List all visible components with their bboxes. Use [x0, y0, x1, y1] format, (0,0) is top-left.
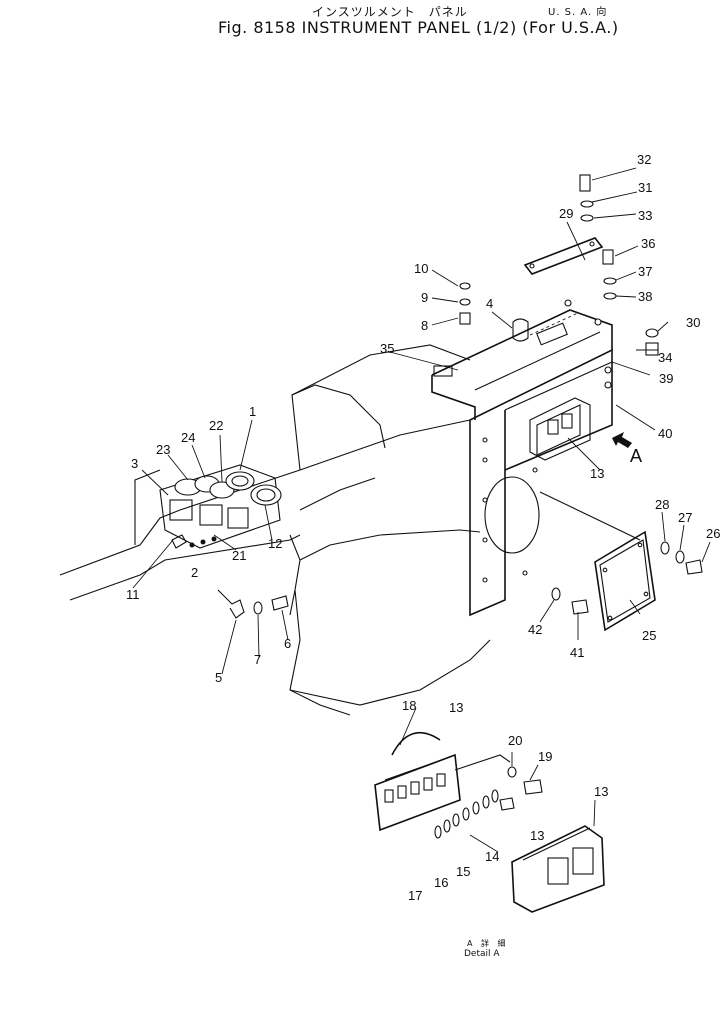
- cover-plate: [594, 530, 656, 632]
- callout-6: 6: [284, 636, 291, 651]
- callout-23: 23: [156, 442, 170, 457]
- callout-13b: 13: [449, 700, 463, 715]
- detail-label-jp: A 詳 細: [467, 939, 509, 948]
- callout-14: 14: [485, 849, 499, 864]
- callout-2: 2: [191, 565, 198, 580]
- detail-label-en: Detail A: [464, 949, 500, 959]
- market-label: U. S. A. 向: [548, 7, 608, 18]
- instrument-panel-plate: [431, 299, 613, 617]
- callout-13d: 13: [594, 784, 608, 799]
- callout-7: 7: [254, 652, 261, 667]
- view-marker-label: A: [630, 446, 642, 466]
- callout-25: 25: [642, 628, 656, 643]
- callout-9: 9: [421, 290, 428, 305]
- callout-33: 33: [638, 208, 652, 223]
- callout-26: 26: [706, 526, 720, 541]
- detail-a-relay-box: [374, 731, 605, 913]
- callout-17: 17: [408, 888, 422, 903]
- callout-11: 11: [126, 587, 140, 602]
- callout-22: 22: [209, 418, 223, 433]
- callout-3: 3: [131, 456, 138, 471]
- callout-34: 34: [658, 350, 672, 365]
- callout-42: 42: [528, 622, 542, 637]
- callout-24: 24: [181, 430, 195, 445]
- callout-36: 36: [641, 236, 655, 251]
- japanese-title: インスツルメント パネル: [312, 5, 468, 19]
- callout-8: 8: [421, 318, 428, 333]
- gauge-cluster: [159, 464, 282, 549]
- callout-5: 5: [215, 670, 222, 685]
- callout-29: 29: [559, 206, 573, 221]
- dashboard-body: [59, 344, 641, 716]
- callout-37: 37: [638, 264, 652, 279]
- callout-28: 28: [655, 497, 669, 512]
- callout-12: 12: [268, 536, 282, 551]
- callout-1: 1: [249, 404, 256, 419]
- leader-lines: [132, 167, 711, 853]
- callout-4: 4: [486, 296, 493, 311]
- callout-16: 16: [434, 875, 448, 890]
- callout-38: 38: [638, 289, 652, 304]
- hardware-parts: [217, 174, 703, 619]
- callout-numbers: 1 2 3 4 5 6 7 8 9 10 11 12 13 13 13 13 1…: [126, 152, 720, 903]
- callout-13a: 13: [590, 466, 604, 481]
- callout-18: 18: [402, 698, 416, 713]
- callout-10: 10: [414, 261, 428, 276]
- callout-35: 35: [380, 341, 394, 356]
- callout-19: 19: [538, 749, 552, 764]
- callout-31: 31: [638, 180, 652, 195]
- callout-20: 20: [508, 733, 522, 748]
- callout-40: 40: [658, 426, 672, 441]
- callout-13c: 13: [530, 828, 544, 843]
- callout-39: 39: [659, 371, 673, 386]
- connector-housing: [529, 397, 591, 461]
- callout-15: 15: [456, 864, 470, 879]
- callout-32: 32: [637, 152, 651, 167]
- callout-21: 21: [232, 548, 246, 563]
- figure-title: Fig. 8158 INSTRUMENT PANEL (1/2) (For U.…: [218, 18, 619, 37]
- callout-30: 30: [686, 315, 700, 330]
- view-arrow: [612, 432, 632, 448]
- callout-41: 41: [570, 645, 584, 660]
- callout-27: 27: [678, 510, 692, 525]
